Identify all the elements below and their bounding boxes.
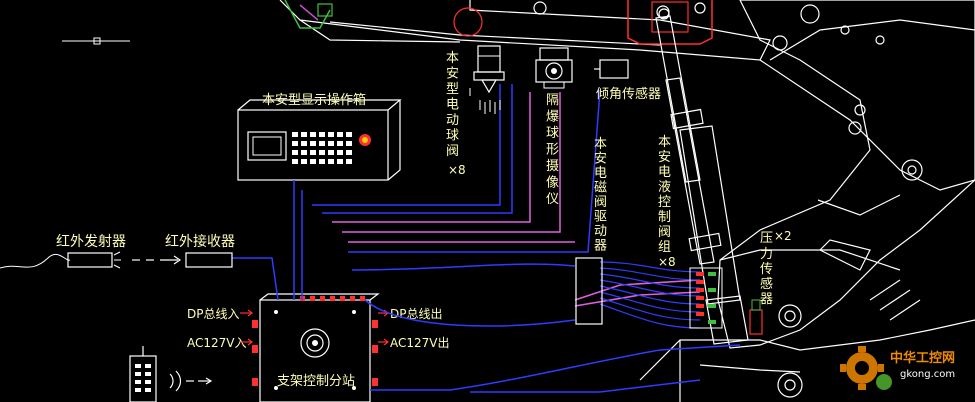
hydraulic-valve-label-char: 组	[658, 240, 671, 255]
pressure-sensor-label-char: 感	[760, 276, 773, 292]
camera-label-char: 隔	[546, 93, 559, 108]
pressure-sensor	[749, 299, 763, 335]
valve-driver-wires	[599, 261, 701, 329]
ac-out-label: AC127V出	[390, 336, 450, 350]
hydraulic-valve-group	[689, 267, 723, 329]
ball-valve-label-char: 型	[446, 82, 459, 97]
ball-valve-label-char: 安	[446, 67, 459, 82]
hydraulic-valve-label-char: 控	[658, 195, 671, 210]
pressure-sensor-label-char: 传	[760, 262, 773, 277]
ir-transmitter-label: 红外发射器	[56, 234, 126, 250]
solenoid-driver-label-char: 电	[594, 166, 607, 181]
tilt-sensor: 倾角传感器	[594, 59, 661, 102]
electric-ball-valve	[469, 45, 505, 114]
watermark-text: 中华工控网	[890, 350, 955, 366]
watermark-logo: 中华工控网 gkong.com	[840, 346, 955, 390]
ball-valve-label-char: 球	[446, 129, 459, 144]
support-control-substation: 支架控制分站	[252, 293, 380, 402]
solenoid-driver-label-char: 安	[594, 152, 607, 167]
ball-valve-label-char: 阀	[446, 144, 459, 159]
solenoid-driver-label-char: 动	[594, 224, 607, 239]
substation-label: 支架控制分站	[277, 374, 355, 389]
camera-label-char: 爆	[546, 110, 559, 125]
hydraulic-valve-label-char: 电	[658, 165, 671, 180]
hydraulic-valve-label-char: 液	[658, 180, 671, 195]
display-operation-box: 本安型显示操作箱	[237, 92, 402, 181]
hydraulic-valve-label-char: 本	[658, 135, 671, 150]
magenta-cables	[332, 92, 701, 307]
ball-valve-count: ×8	[448, 163, 466, 177]
dp-bus-out-label: DP总线出	[390, 307, 442, 321]
solenoid-driver-label-char: 器	[594, 239, 607, 254]
blue-cables	[232, 84, 741, 393]
pressure-sensor-head: 压	[760, 231, 773, 246]
pressure-sensor-count: ×2	[774, 229, 792, 243]
ball-valve-label-char: 本	[446, 51, 459, 66]
ball-valve-label-char: 电	[446, 98, 459, 113]
remote-control	[129, 346, 213, 402]
hydraulic-valve-label-char: 阀	[658, 225, 671, 240]
solenoid-driver-label-char: 驱	[594, 210, 607, 225]
ir-beam-arrow	[132, 255, 182, 265]
camera-label-char: 像	[546, 176, 559, 191]
ir-receiver: 红外接收器	[165, 233, 235, 268]
camera-label-char: 仪	[546, 192, 559, 207]
keypad	[292, 132, 352, 164]
solenoid-driver-label-char: 本	[594, 137, 607, 152]
ir-receiver-label: 红外接收器	[165, 233, 235, 250]
camera-label-char: 摄	[546, 159, 559, 174]
display-box-label: 本安型显示操作箱	[262, 92, 366, 108]
reference-line	[62, 37, 130, 45]
explosion-proof-dome-camera	[535, 47, 573, 89]
solenoid-valve-driver	[575, 257, 603, 325]
ball-valve-label-char: 动	[446, 113, 459, 128]
port-annotations: DP总线入 AC127V入 DP总线出 AC127V出	[187, 307, 450, 350]
tail-linkage-detail	[284, 0, 333, 29]
watermark-url: gkong.com	[900, 369, 955, 380]
ac-in-label: AC127V入	[187, 336, 247, 350]
solenoid-driver-label-char: 磁	[594, 181, 607, 196]
hydraulic-leg-cylinder	[655, 8, 749, 345]
solenoid-driver-label-char: 阀	[594, 195, 607, 210]
support-canopy-structure	[279, 0, 975, 402]
ir-transmitter: 红外发射器	[0, 234, 126, 269]
pressure-sensor-label-char: 器	[760, 292, 773, 307]
hydraulic-valve-label-char: 制	[658, 210, 671, 225]
camera-label-char: 球	[546, 126, 559, 141]
dp-bus-in-label: DP总线入	[187, 307, 239, 321]
tilt-sensor-label: 倾角传感器	[596, 86, 661, 102]
hydraulic-valve-count: ×8	[658, 255, 676, 269]
hydraulic-valve-label-char: 安	[658, 150, 671, 165]
camera-label-char: 形	[546, 143, 559, 158]
pressure-sensor-label-char: 力	[760, 247, 773, 262]
